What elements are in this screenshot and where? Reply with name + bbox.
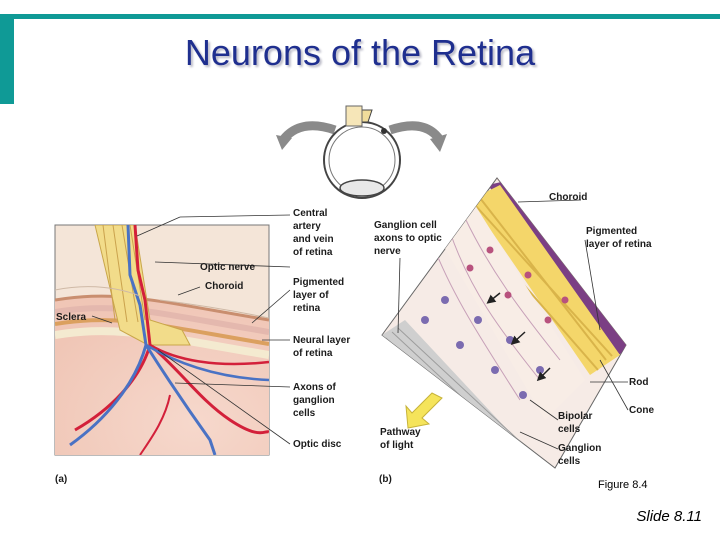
label-ganglion-cells-2: cells xyxy=(558,456,581,467)
label-neural-layer-2: of retina xyxy=(293,348,333,359)
label-central-artery-2: artery xyxy=(293,221,321,232)
accent-bar-horizontal xyxy=(14,14,720,19)
label-ganglion-cells-1: Ganglion xyxy=(558,443,601,454)
label-choroid-b: Choroid xyxy=(549,192,587,203)
accent-bar-vertical xyxy=(0,14,14,104)
label-neural-layer-1: Neural layer xyxy=(293,335,350,346)
label-ganglion-axons-2: axons to optic xyxy=(374,233,442,244)
eye-orientation-icon xyxy=(276,105,447,199)
label-pigmented-b-2: layer of retina xyxy=(586,239,652,250)
label-central-artery-4: of retina xyxy=(293,247,333,258)
label-bipolar-2: cells xyxy=(558,424,581,435)
label-choroid-a: Choroid xyxy=(205,281,243,292)
label-pathway-2: of light xyxy=(380,440,414,451)
label-central-artery-3: and vein xyxy=(293,234,334,245)
panel-a-tag: (a) xyxy=(55,474,67,485)
label-axons-1: Axons of xyxy=(293,382,336,393)
slide-title: Neurons of the Retina xyxy=(184,32,536,73)
label-ganglion-axons-1: Ganglion cell xyxy=(374,220,437,231)
label-rod: Rod xyxy=(629,377,648,388)
label-optic-nerve: Optic nerve xyxy=(200,262,255,273)
panel-b-tag: (b) xyxy=(379,474,392,485)
label-pigmented-b-1: Pigmented xyxy=(586,226,637,237)
label-pigmented-a-3: retina xyxy=(293,303,321,314)
label-cone: Cone xyxy=(629,405,654,416)
label-ganglion-axons-3: nerve xyxy=(374,246,401,257)
label-pigmented-a-1: Pigmented xyxy=(293,277,344,288)
label-axons-3: cells xyxy=(293,408,316,419)
label-central-artery-1: Central xyxy=(293,208,328,219)
label-pathway-1: Pathway xyxy=(380,427,421,438)
label-sclera: Sclera xyxy=(56,312,86,323)
panel-a-illustration xyxy=(54,214,291,456)
label-optic-disc: Optic disc xyxy=(293,439,342,450)
label-pigmented-a-2: layer of xyxy=(293,290,329,301)
label-axons-2: ganglion xyxy=(293,395,335,406)
figure-caption: Figure 8.4 xyxy=(598,479,648,491)
label-bipolar-1: Bipolar xyxy=(558,411,593,422)
slide-number: Slide 8.11 xyxy=(636,508,702,525)
